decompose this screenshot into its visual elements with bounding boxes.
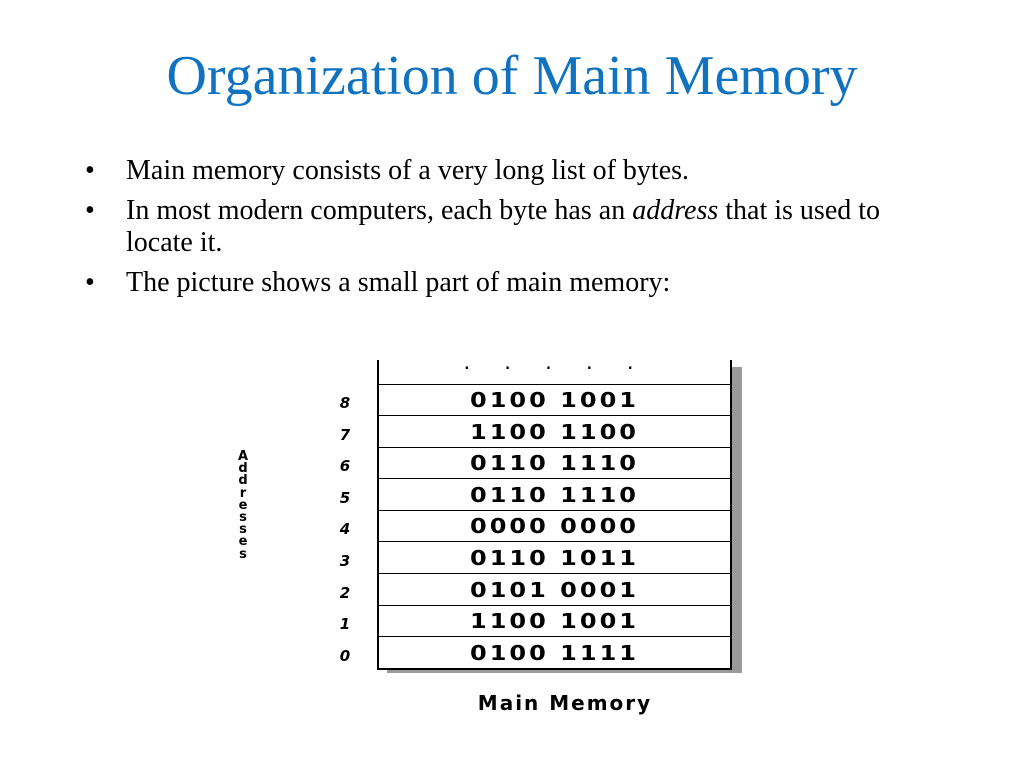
memory-bits: 1100 1100 [470,419,639,444]
bullet-list: • Main memory consists of a very long li… [85,155,945,307]
bullet-emphasis: address [632,195,719,226]
memory-row: 0100 1001 [379,385,730,416]
address-label: 6 [339,457,351,476]
address-label: 2 [339,583,351,602]
memory-row: 0101 0001 [379,575,730,606]
memory-row: 0100 1111 [379,638,730,669]
bullet-text-tail: that is used to locate it. [126,195,881,258]
memory-row: 0110 1110 [379,480,730,511]
memory-continuation-dots: . . . . . [379,358,730,385]
memory-bits: 0110 1110 [470,451,639,476]
memory-box: . . . . . 0100 1001 1100 1100 0110 1110 011… [377,358,732,670]
address-label: 1 [339,615,351,634]
bullet-item: • The picture shows a small part of main… [85,267,945,299]
memory-bits: 1100 1001 [470,609,639,634]
bullet-item: • Main memory consists of a very long li… [85,155,945,187]
address-label: 3 [339,552,351,570]
memory-bits: 0100 1001 [470,388,639,412]
bullet-dot: • [85,267,95,298]
memory-row: 0110 1011 [379,543,730,574]
memory-row: 0110 1110 [379,448,730,480]
memory-bits: 0000 0000 [470,514,639,539]
bullet-dot: • [85,155,95,186]
bullet-text: Main memory consists of a very long list… [126,155,690,186]
memory-bits: 0110 1011 [470,546,639,570]
bullet-text: The picture shows a small part of main m… [126,267,671,298]
memory-row: 1100 1001 [379,606,730,638]
bullet-item: • In most modern computers, each byte ha… [85,195,945,259]
memory-row: 0000 0000 [379,511,730,543]
slide-title: Organization of Main Memory [166,45,858,107]
memory-bits: 0110 1110 [470,482,639,507]
address-label: 0 [339,646,351,665]
address-label: 8 [339,394,351,412]
address-label: 7 [339,425,351,444]
bullet-text: In most modern computers, each byte has … [126,195,633,226]
address-label: 4 [339,520,351,539]
memory-bits: 0101 0001 [470,577,639,602]
memory-row: 1100 1100 [379,417,730,448]
bullet-dot: • [85,195,95,226]
memory-caption: Main Memory [477,691,653,715]
memory-bits: 0100 1111 [470,640,639,665]
address-label: 5 [339,488,351,507]
